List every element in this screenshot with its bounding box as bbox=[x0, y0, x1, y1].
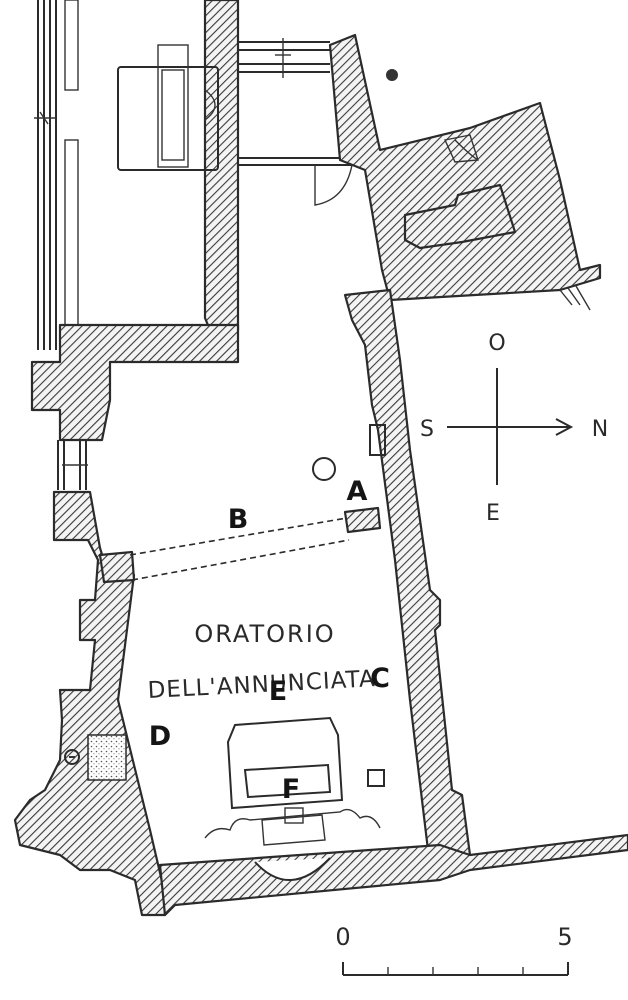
right-stair bbox=[559, 285, 591, 311]
compass-rose: O S N E bbox=[420, 331, 608, 526]
oratory-south-wall bbox=[158, 833, 628, 917]
column-marker-left bbox=[64, 749, 80, 765]
room-name-line1: ORATORIO bbox=[194, 620, 335, 648]
label-d: D bbox=[149, 721, 171, 752]
oratory-west-wall bbox=[13, 490, 167, 917]
upper-left-wall bbox=[203, 0, 240, 332]
compass-bottom: E bbox=[486, 501, 500, 526]
compass-left: S bbox=[420, 417, 434, 442]
east-window bbox=[369, 424, 386, 456]
apse bbox=[254, 857, 331, 881]
top-passage bbox=[238, 38, 353, 206]
scale-bar: 0 5 bbox=[335, 923, 573, 976]
room-name-line2: DELL'ANNUNCIATA bbox=[147, 666, 376, 704]
dashed-line-upper bbox=[129, 517, 348, 556]
wall-stub-d bbox=[98, 550, 136, 584]
compass-right: N bbox=[592, 417, 608, 442]
left-corridor bbox=[34, 0, 88, 490]
upper-altar bbox=[117, 44, 219, 171]
dashed-line-lower bbox=[131, 539, 350, 581]
oratory-east-wall bbox=[343, 288, 472, 862]
small-square-c bbox=[367, 769, 385, 787]
font-circle bbox=[312, 457, 336, 481]
wall-stub-a bbox=[343, 506, 382, 534]
stippled-niche bbox=[87, 734, 127, 781]
label-b: B bbox=[228, 504, 249, 535]
label-f: F bbox=[282, 774, 300, 805]
column-marker-top bbox=[386, 69, 398, 81]
label-a: A bbox=[347, 476, 368, 507]
right-inner-block bbox=[403, 183, 517, 250]
altar-f bbox=[204, 716, 381, 846]
compass-top: O bbox=[488, 331, 505, 356]
scale-start: 0 bbox=[335, 923, 350, 951]
scale-end: 5 bbox=[557, 923, 572, 951]
label-e: E bbox=[269, 676, 287, 707]
label-c: C bbox=[370, 663, 390, 694]
right-upper-wall bbox=[328, 33, 602, 302]
upper-left-lower-wall bbox=[30, 323, 240, 442]
